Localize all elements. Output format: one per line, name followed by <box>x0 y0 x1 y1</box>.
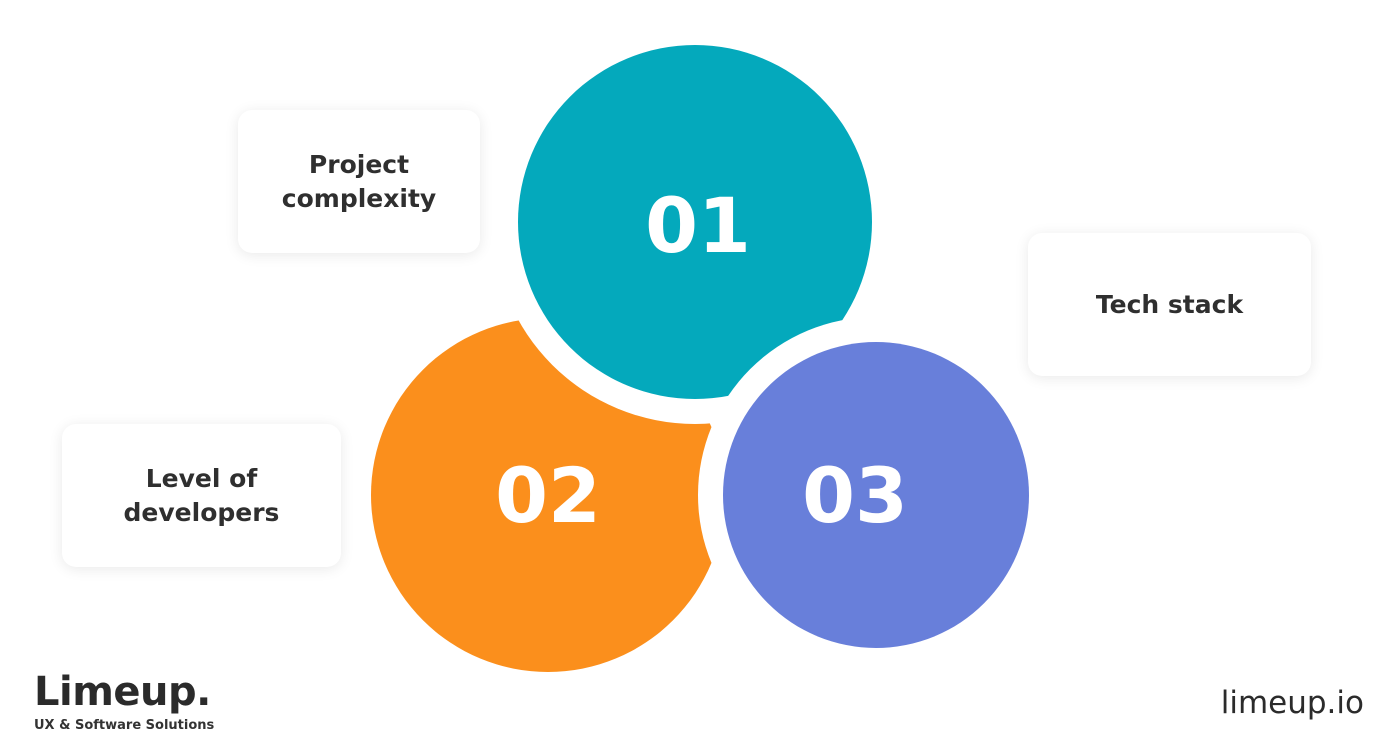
logo-tagline: UX & Software Solutions <box>34 718 215 733</box>
logo-wordmark: Limeup. <box>34 669 211 715</box>
circle-02 <box>371 318 725 672</box>
circle-01 <box>518 45 872 399</box>
circle-03-number: 03 <box>802 451 908 540</box>
level-of-developers-label: Level of developers <box>123 463 280 527</box>
circle-01-number: 01 <box>645 181 751 270</box>
circle-03 <box>723 342 1029 648</box>
level-of-developers-card: Level of developers <box>62 424 341 567</box>
tech-stack-card: Tech stack <box>1028 233 1311 376</box>
project-complexity-card: Project complexity <box>238 110 480 253</box>
tech-stack-label: Tech stack <box>1095 289 1244 319</box>
circle-02-number: 02 <box>495 451 601 540</box>
project-complexity-label: Project complexity <box>281 149 437 213</box>
limeup-logo: Limeup. UX & Software Solutions <box>34 670 214 734</box>
website-url: limeup.io <box>1220 685 1364 721</box>
